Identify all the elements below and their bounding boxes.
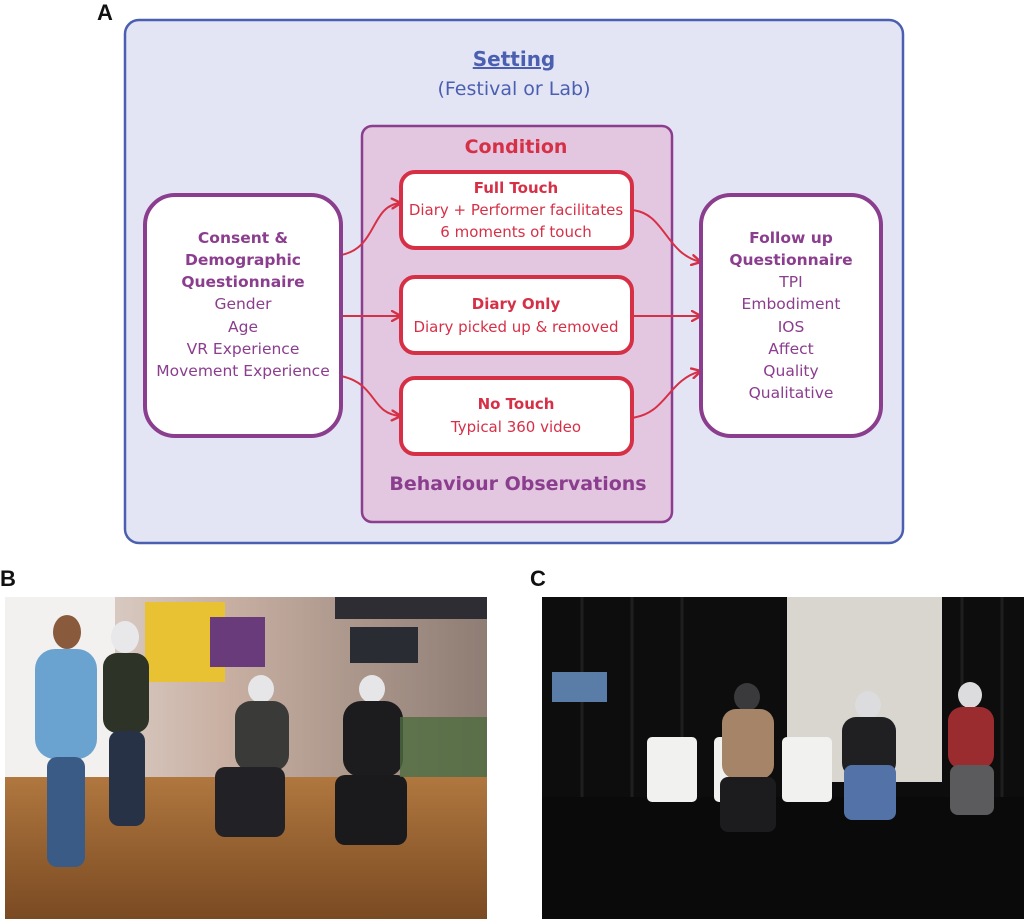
no-touch-title: No Touch [478, 395, 555, 413]
follow-up-item-quality: Quality [763, 362, 818, 380]
follow-up-title-line-1: Follow up [749, 229, 833, 247]
arrow-no-touch-to-follow-up [630, 371, 701, 419]
festival-setting-photo [5, 597, 487, 919]
full-touch-title: Full Touch [474, 179, 558, 197]
no-touch-box [399, 376, 634, 456]
arrow-consent-to-full-touch [340, 203, 401, 256]
connector-arrows [340, 203, 701, 419]
follow-up-item-tpi: TPI [778, 273, 802, 291]
behaviour-observations-label: Behaviour Observations [389, 473, 646, 495]
follow-up-item-affect: Affect [768, 340, 813, 358]
consent-item-gender: Gender [214, 295, 272, 313]
consent-item-vr-experience: VR Experience [187, 340, 300, 358]
diary-only-title: Diary Only [472, 295, 561, 313]
follow-up-item-ios: IOS [778, 318, 805, 336]
arrow-full-touch-to-follow-up [630, 209, 701, 262]
full-touch-line-2: 6 moments of touch [440, 223, 591, 241]
full-touch-line-1: Diary + Performer facilitates [409, 201, 624, 219]
condition-title: Condition [465, 136, 568, 158]
full-touch-box [399, 170, 634, 250]
lab-setting-photo [542, 597, 1024, 919]
setting-subtitle: (Festival or Lab) [437, 78, 590, 100]
arrow-consent-to-no-touch [340, 375, 401, 416]
panel-label-c: C [530, 566, 546, 591]
consent-item-movement-experience: Movement Experience [156, 362, 329, 380]
setting-title: Setting [473, 47, 556, 71]
follow-up-box [699, 193, 883, 438]
follow-up-title-line-2: Questionnaire [729, 251, 852, 269]
consent-item-age: Age [228, 318, 258, 336]
follow-up-item-qualitative: Qualitative [749, 384, 834, 402]
panel-label-b: B [0, 566, 16, 591]
follow-up-item-embodiment: Embodiment [742, 295, 841, 313]
people-silhouettes [35, 615, 407, 867]
diary-only-line-1: Diary picked up & removed [413, 318, 618, 336]
no-touch-line-1: Typical 360 video [450, 418, 581, 436]
panel-label-a: A [97, 0, 113, 25]
study-design-diagram: Setting (Festival or Lab) Condition Beha… [123, 18, 905, 545]
consent-demographic-box [143, 193, 343, 438]
consent-title-line-2: Demographic [185, 251, 301, 269]
consent-title-line-3: Questionnaire [181, 273, 304, 291]
participants [720, 682, 994, 832]
consent-title-line-1: Consent & [198, 229, 288, 247]
diary-only-box [399, 275, 634, 355]
